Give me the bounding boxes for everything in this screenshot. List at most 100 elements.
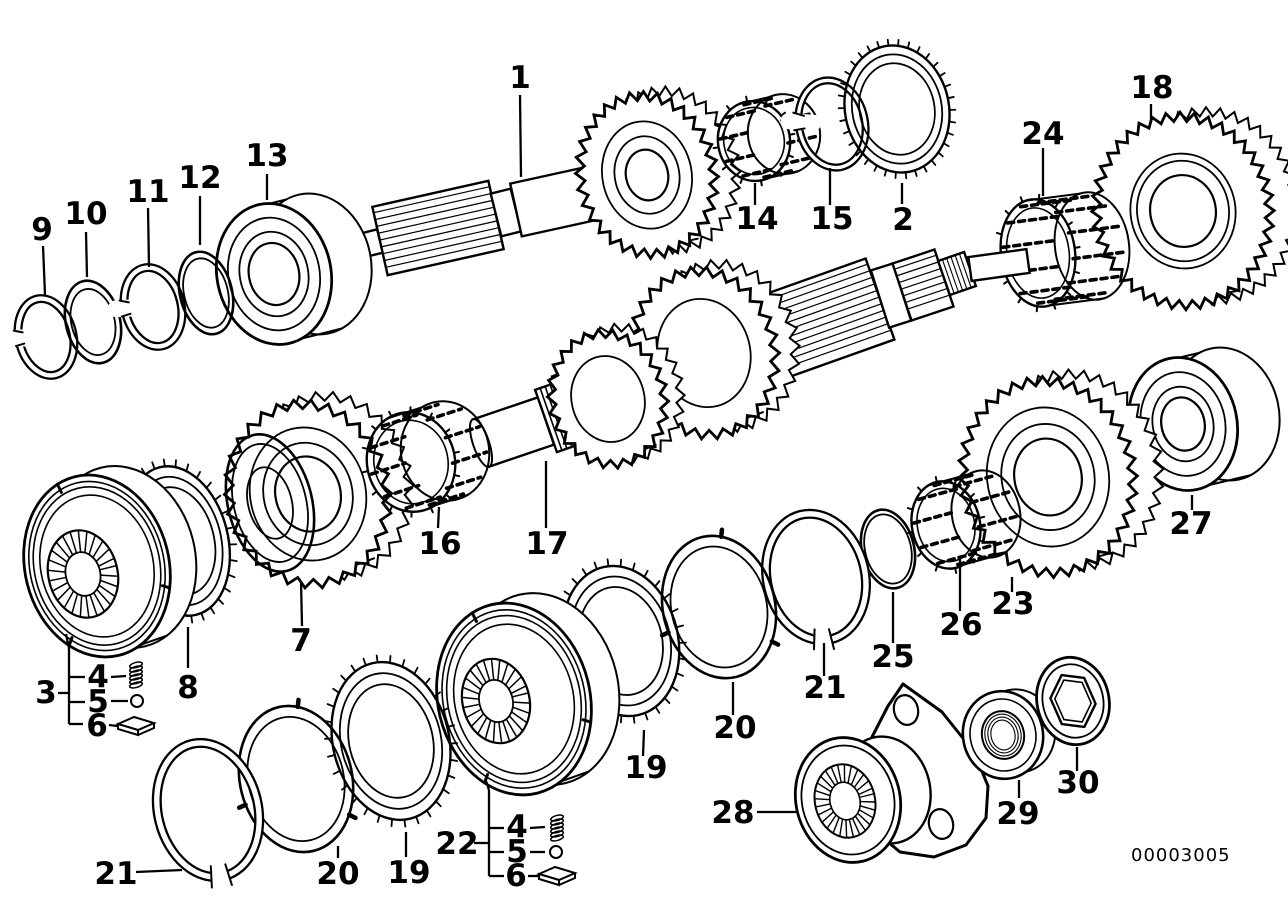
callout-label-4: 4: [506, 809, 528, 845]
callout-28: 28: [711, 795, 796, 831]
part-stepped-ring-21-front: [151, 737, 265, 906]
part-needle-bearing-16: [361, 400, 491, 518]
bracket-line: [529, 825, 546, 830]
part-ball-5-right: [549, 845, 563, 859]
callout-label-23: 23: [991, 586, 1034, 622]
bracket-line: [484, 780, 491, 791]
callout-label-3: 3: [35, 675, 57, 711]
callout-15: 15: [810, 168, 854, 237]
part-key-6-left: [115, 715, 157, 737]
callout-26: 26: [939, 559, 983, 643]
callout-label-13: 13: [245, 138, 288, 174]
callout-9: 9: [31, 212, 53, 296]
part-synchro-hub-3: [22, 465, 198, 659]
callout-23: 23: [991, 577, 1035, 622]
callout-20: 20: [713, 682, 757, 746]
callout-10: 10: [64, 196, 108, 278]
callout-4: 4: [87, 659, 109, 695]
callout-label-7: 7: [290, 623, 312, 659]
callout-25: 25: [871, 592, 915, 675]
diagram-id: 00003005: [1131, 845, 1231, 866]
callout-29: 29: [996, 780, 1040, 832]
callout-16: 16: [418, 506, 462, 562]
callout-12: 12: [178, 160, 222, 245]
callout-label-10: 10: [64, 196, 107, 232]
bracket-line: [64, 633, 71, 649]
callout-13: 13: [245, 138, 289, 200]
callout-22: 22: [435, 826, 489, 862]
callout-6: 6: [505, 858, 527, 894]
callout-18: 18: [1130, 70, 1174, 121]
callout-11: 11: [126, 174, 170, 268]
callout-label-16: 16: [418, 526, 461, 562]
callout-17: 17: [525, 461, 569, 562]
callout-label-22: 22: [435, 826, 478, 862]
part-gear-input-1: [573, 84, 743, 262]
callout-label-18: 18: [1130, 70, 1173, 106]
bracket-line: [108, 723, 118, 728]
callout-5: 5: [87, 684, 109, 720]
part-lugged-ring-20-rear: [659, 527, 781, 680]
callout-27: 27: [1169, 495, 1213, 542]
callout-label-20: 20: [316, 856, 359, 892]
part-output-flange-28: [793, 682, 990, 864]
callout-label-21: 21: [94, 856, 137, 892]
part-stepped-ring-21-rear: [760, 508, 872, 669]
part-ball-5-left: [130, 694, 144, 708]
part-bearing-13: [214, 192, 373, 346]
callout-label-19: 19: [387, 855, 430, 891]
part-gear-18: [1089, 105, 1288, 313]
part-spring-4-right: [549, 814, 565, 842]
part-input-shaft-1: [346, 164, 606, 277]
callout-20: 20: [316, 846, 360, 892]
callout-label-17: 17: [525, 526, 568, 562]
callout-label-14: 14: [735, 201, 778, 237]
part-gear-3rd-on-shaft: [545, 322, 687, 471]
part-key-6-right: [536, 865, 578, 887]
callout-label-6: 6: [505, 858, 527, 894]
callout-label-4: 4: [87, 659, 109, 695]
part-needle-bearing-26: [906, 469, 1022, 574]
part-synchro-ring-2: [837, 38, 957, 180]
callout-label-27: 27: [1169, 506, 1212, 542]
callout-4: 4: [506, 809, 528, 845]
callout-label-2: 2: [892, 202, 914, 238]
callout-label-11: 11: [126, 174, 169, 210]
callout-14: 14: [735, 183, 779, 237]
part-needle-bearing-14: [712, 93, 822, 187]
callout-19: 19: [624, 729, 668, 786]
part-cone-ring-7: [224, 433, 316, 573]
callout-label-1: 1: [509, 60, 531, 96]
part-ring-12: [177, 250, 235, 336]
callout-5: 5: [506, 834, 528, 870]
part-spring-4-left: [128, 661, 144, 689]
part-synchro-hub-22: [435, 592, 621, 797]
callout-label-5: 5: [87, 684, 109, 720]
callout-label-9: 9: [31, 212, 53, 248]
part-gear-23: [956, 367, 1165, 580]
callout-label-21: 21: [803, 670, 846, 706]
callout-7: 7: [290, 580, 312, 659]
callout-30: 30: [1056, 747, 1100, 801]
part-seal-cap-30: [1035, 655, 1111, 747]
callout-21: 21: [94, 856, 183, 892]
callout-label-8: 8: [177, 670, 199, 706]
callout-label-30: 30: [1056, 765, 1099, 801]
callout-label-29: 29: [996, 796, 1039, 832]
callout-label-6: 6: [86, 708, 108, 744]
callout-24: 24: [1021, 116, 1065, 196]
callout-label-12: 12: [178, 160, 221, 196]
callout-label-24: 24: [1021, 116, 1064, 152]
part-snap-ring-15: [780, 76, 870, 172]
callout-19: 19: [387, 832, 431, 891]
callout-label-5: 5: [506, 834, 528, 870]
callout-8: 8: [177, 627, 199, 706]
bracket-line: [110, 674, 127, 679]
callout-label-19: 19: [624, 750, 667, 786]
callout-3: 3: [35, 675, 69, 711]
callout-label-28: 28: [711, 795, 754, 831]
callout-2: 2: [892, 183, 914, 238]
callout-1: 1: [509, 60, 531, 178]
callout-label-25: 25: [871, 639, 914, 675]
